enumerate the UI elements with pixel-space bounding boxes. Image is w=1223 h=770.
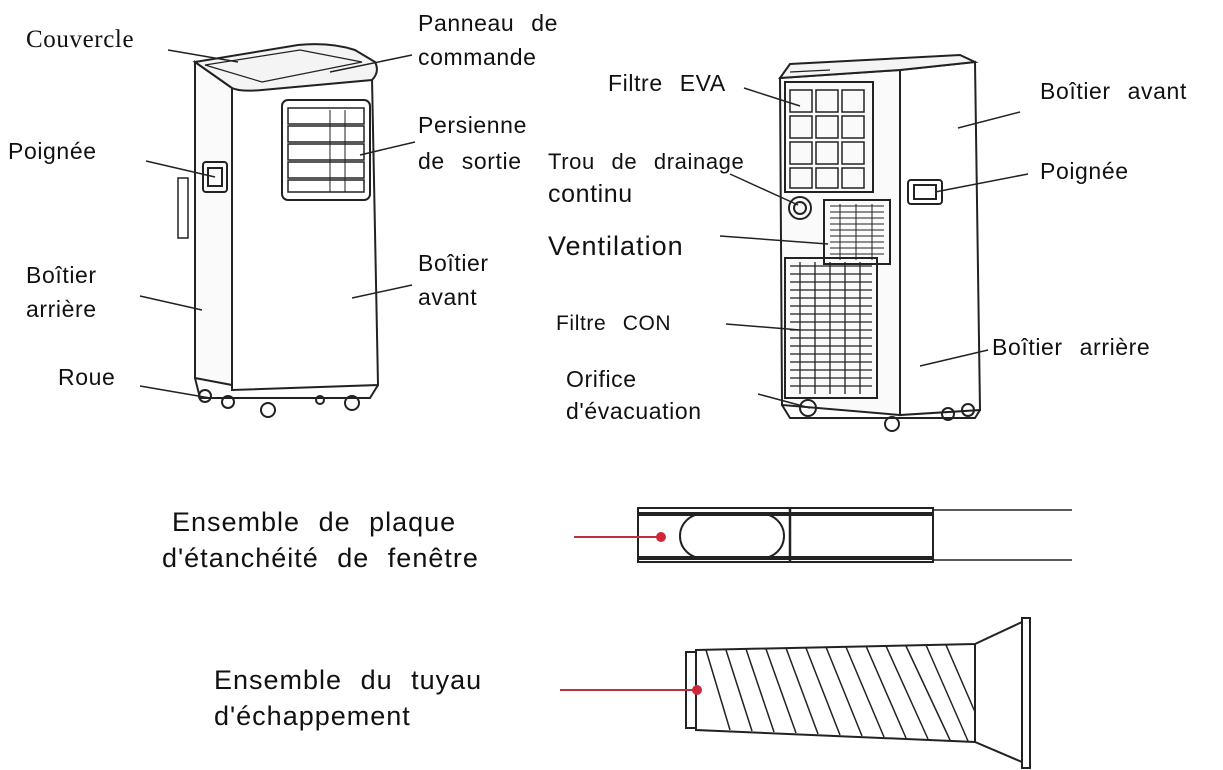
exhaust-hose-illustration (685, 617, 1031, 769)
leader-lines (139, 49, 1029, 409)
label-couvercle: Couvercle (26, 26, 135, 53)
window-seal-plate-illustration (637, 507, 1072, 563)
label-ventilation: Ventilation (548, 231, 684, 261)
label-boitier-arriere-left-line2: arrière (26, 296, 97, 322)
label-poignee-right: Poignée (1040, 158, 1129, 184)
label-boitier-avant-left-line1: Boîtier (418, 250, 489, 276)
label-boitier-avant-right: Boîtier avant (1040, 78, 1187, 104)
label-boitier-avant-left-line2: avant (418, 284, 478, 310)
label-tuyau-line2: d'échappement (214, 701, 411, 731)
label-tuyau-line1: Ensemble du tuyau (214, 665, 483, 695)
label-panneau-line1: Panneau de (418, 10, 559, 36)
label-filtre-con: Filtre CON (556, 312, 672, 335)
label-roue: Roue (58, 364, 116, 390)
label-trou-drainage-line1: Trou de drainage (548, 149, 745, 174)
label-trou-drainage-line2: continu (548, 180, 633, 208)
label-boitier-arriere-right: Boîtier arrière (992, 334, 1151, 360)
rear-unit-illustration (777, 53, 982, 432)
label-boitier-arriere-left-line1: Boîtier (26, 262, 97, 288)
label-orifice-line2: d'évacuation (566, 398, 702, 424)
label-orifice-line1: Orifice (566, 366, 637, 392)
label-poignee-left: Poignée (8, 138, 97, 164)
label-plaque-line1: Ensemble de plaque (172, 507, 457, 537)
red-leaders (560, 532, 702, 695)
label-plaque-line2: d'étanchéité de fenêtre (162, 543, 479, 573)
label-filtre-eva: Filtre EVA (608, 70, 726, 96)
label-persienne-line1: Persienne (418, 112, 527, 138)
label-persienne-line2: de sortie (418, 148, 522, 174)
front-unit-illustration (177, 43, 380, 418)
label-panneau-line2: commande (418, 44, 537, 70)
